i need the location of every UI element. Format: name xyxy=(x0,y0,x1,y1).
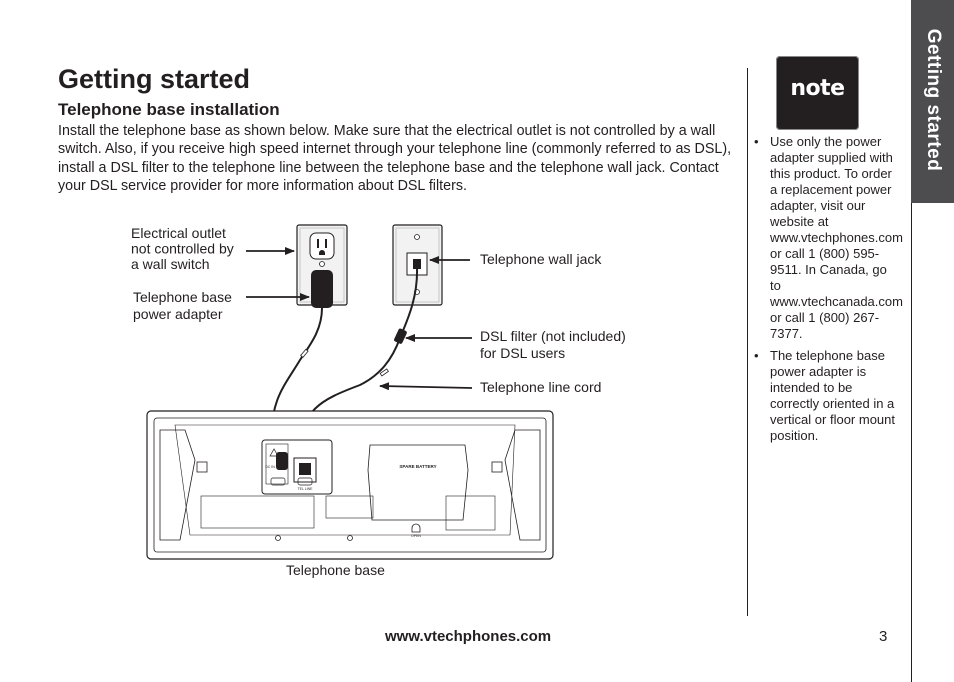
label-dsl-filter: DSL filter (not included) for DSL users xyxy=(480,328,630,361)
spare-battery-marking: SPARE BATTERY xyxy=(399,464,436,469)
open-marking: OPEN xyxy=(411,534,421,538)
footer-url: www.vtechphones.com xyxy=(385,628,552,645)
column-divider xyxy=(747,68,748,616)
section-tab: Getting started xyxy=(911,0,954,203)
arrow-line-cord xyxy=(379,382,473,391)
section-subtitle: Telephone base installation xyxy=(58,100,280,119)
label-line-cord: Telephone line cord xyxy=(480,379,601,395)
telephone-base: SPARE BATTERY OPEN DC IN TEL LINE xyxy=(146,410,554,560)
dc-in-marking: DC IN xyxy=(265,465,275,469)
note-item: Use only the power adapter supplied with… xyxy=(752,134,903,342)
label-wall-jack: Telephone wall jack xyxy=(480,251,602,267)
tel-line-marking: TEL LINE xyxy=(297,487,313,491)
label-outlet: Electrical outlet not controlled by a wa… xyxy=(131,225,238,272)
note-item: The telephone base power adapter is inte… xyxy=(752,348,900,444)
dsl-filter xyxy=(394,328,407,344)
telephone-wall-jack xyxy=(392,224,443,306)
intro-paragraph: Install the telephone base as shown belo… xyxy=(58,123,732,194)
page-title: Getting started xyxy=(58,64,251,94)
label-base: Telephone base xyxy=(286,562,385,578)
callout-arrows xyxy=(246,247,473,391)
page-number: 3 xyxy=(879,628,888,645)
page-edge-rule xyxy=(911,0,912,682)
label-adapter: Telephone base power adapter xyxy=(133,289,236,322)
electrical-outlet xyxy=(296,224,348,306)
note-badge: note xyxy=(776,56,859,130)
note-list: Use only the power adapter supplied with… xyxy=(752,134,903,450)
note-badge-label: note xyxy=(790,76,845,101)
